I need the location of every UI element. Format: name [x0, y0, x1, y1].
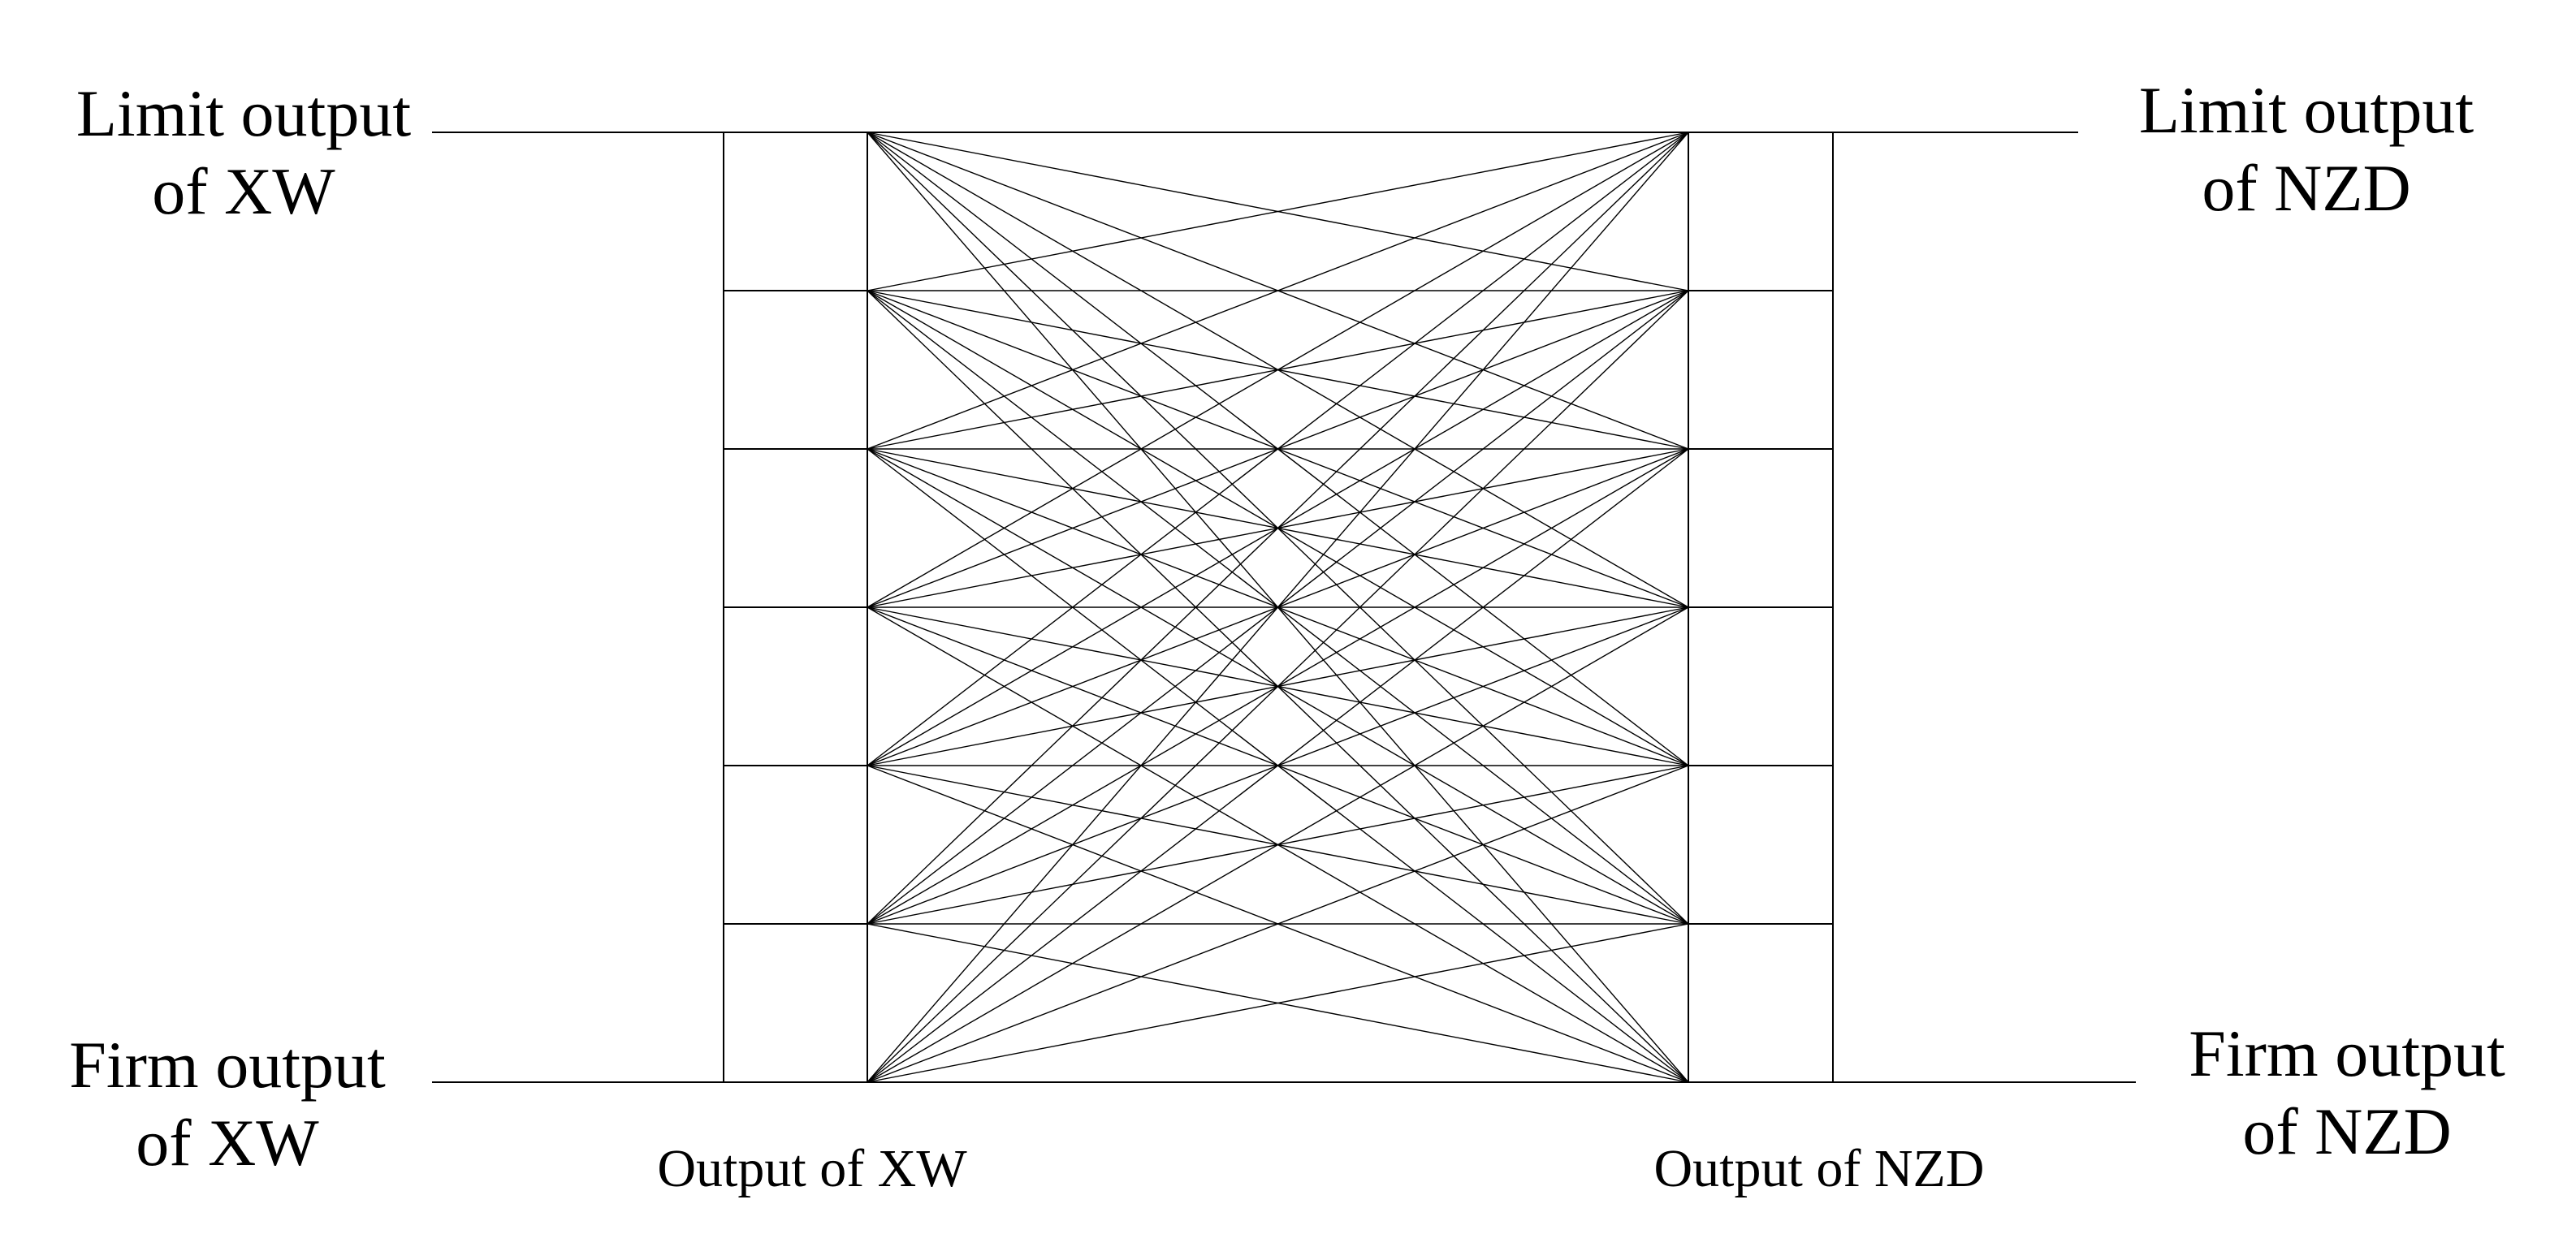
connection-line-6-1 — [867, 290, 1689, 1083]
connection-line-4-0 — [867, 132, 1689, 766]
label-limit-output-nzd: Limit output of NZD — [2138, 73, 2474, 225]
connection-line-6-5 — [867, 923, 1689, 1083]
label-firm-output-nzd: Firm output of NZD — [2189, 1016, 2505, 1168]
connection-line-1-0 — [867, 132, 1689, 291]
connection-line-6-4 — [867, 765, 1689, 1083]
axis-label-output-xw: Output of XW — [657, 1139, 967, 1198]
connection-line-6-3 — [867, 606, 1689, 1083]
label-limit-output-xw: Limit output of XW — [76, 76, 412, 228]
connection-lines — [867, 132, 1689, 1083]
label-firm-output-xw: Firm output of XW — [69, 1028, 386, 1180]
axis-label-output-nzd: Output of NZD — [1653, 1139, 1985, 1198]
output-boxes — [723, 132, 1834, 1083]
connection-line-6-2 — [867, 448, 1689, 1083]
connection-line-5-0 — [867, 132, 1689, 925]
connection-line-2-0 — [867, 132, 1689, 450]
connection-line-3-0 — [867, 132, 1689, 608]
connection-line-6-0 — [867, 132, 1689, 1083]
